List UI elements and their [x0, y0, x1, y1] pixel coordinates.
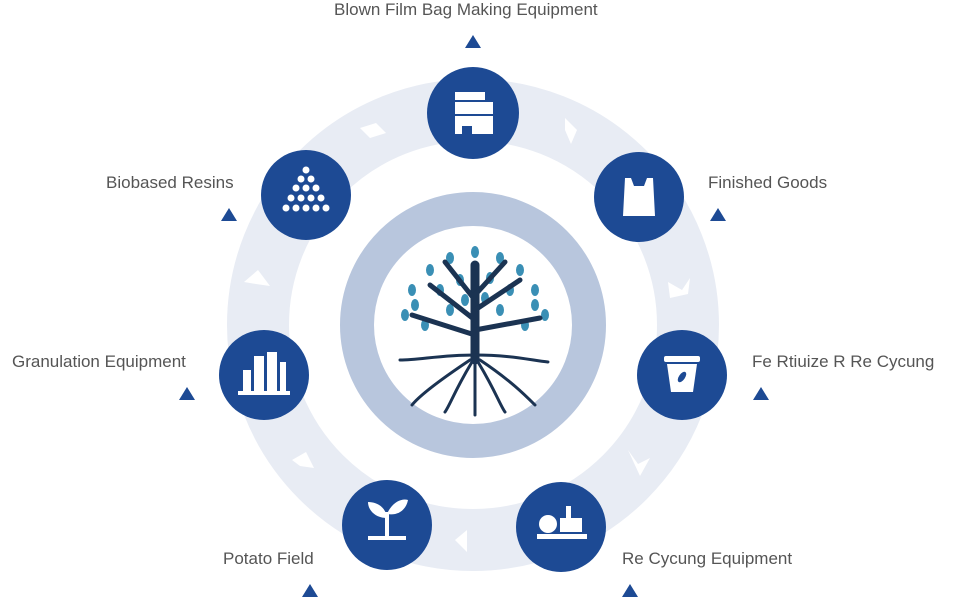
- tree-with-roots-icon: [398, 246, 550, 417]
- chevron-icon: [628, 450, 650, 476]
- chevron-icon: [668, 278, 690, 298]
- recycling-plant-icon: [537, 506, 587, 539]
- label-granulation: Granulation Equipment: [12, 352, 186, 371]
- chevron-icon: [360, 123, 386, 138]
- triangle-marker-icon: [179, 387, 195, 400]
- compost-bin-icon: [664, 356, 700, 392]
- label-potato-field: Potato Field: [223, 549, 314, 568]
- triangle-marker-icon: [710, 208, 726, 221]
- label-finished-goods: Finished Goods: [708, 173, 828, 192]
- label-fertilize: Fe Rtiuize R Re Cycung: [752, 352, 935, 371]
- label-recycling-equipment: Re Cycung Equipment: [622, 549, 793, 568]
- label-biobased-resins: Biobased Resins: [106, 173, 234, 192]
- triangle-marker-icon: [221, 208, 237, 221]
- triangle-marker-icon: [465, 35, 481, 48]
- factory-building-icon: [455, 92, 493, 136]
- shopping-bag-icon: [623, 178, 655, 216]
- node-biobased-resins[interactable]: [261, 150, 351, 240]
- chevron-icon: [292, 452, 314, 468]
- chevron-icon: [244, 270, 270, 286]
- label-blown-film: Blown Film Bag Making Equipment: [334, 0, 598, 19]
- pellets-pyramid-icon: [282, 166, 330, 212]
- triangle-marker-icon: [302, 584, 318, 597]
- chevron-arrows: [244, 118, 690, 552]
- triangle-marker-icon: [753, 387, 769, 400]
- industrial-silos-icon: [238, 352, 290, 395]
- inner-ring: [340, 192, 606, 458]
- sprout-icon: [368, 499, 408, 540]
- chevron-icon: [455, 530, 467, 552]
- triangle-marker-icon: [622, 584, 638, 597]
- chevron-icon: [565, 118, 577, 144]
